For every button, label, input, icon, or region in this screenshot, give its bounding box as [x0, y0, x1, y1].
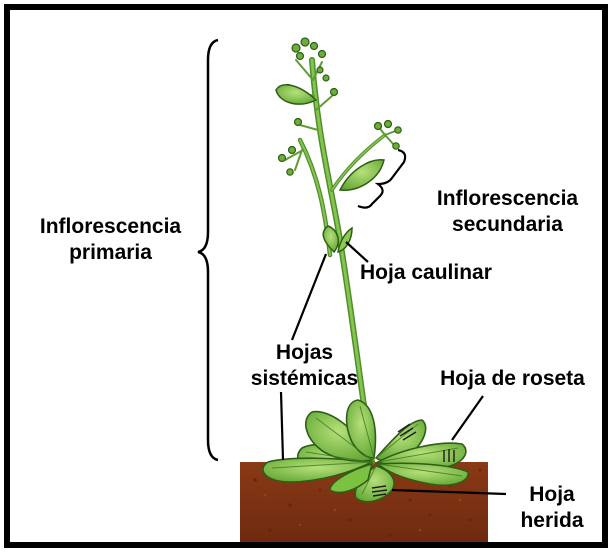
leader-lines [279, 241, 507, 496]
primary-brace [197, 38, 219, 462]
cauline-leaves [275, 84, 385, 254]
label-primary-inflorescence: Inflorescencia primaria [18, 214, 203, 266]
label-rosette-leaf: Hoja de roseta [440, 367, 585, 390]
flower-buds [277, 37, 402, 176]
label-secondary-inflorescence: Inflorescencia secundaria [410, 186, 605, 238]
rosette-leaves [262, 399, 469, 503]
label-systemic-leaves-line2: sistémicas [250, 367, 359, 390]
label-primary-inflorescence-line1: Inflorescencia [39, 215, 182, 238]
label-systemic-leaves-line1: Hojas [275, 341, 334, 364]
label-wounded-leaf-line1: Hoja [529, 483, 575, 506]
label-wounded-leaf-line2: herida [520, 509, 584, 532]
leaf-veins [271, 405, 463, 495]
wound-marks [371, 423, 455, 497]
label-secondary-inflorescence-line2: secundaria [452, 213, 563, 236]
label-cauline-leaf: Hoja caulinar [360, 261, 492, 284]
label-secondary-inflorescence-line1: Inflorescencia [436, 187, 579, 210]
secondary-brace [357, 148, 407, 209]
label-wounded-leaf: Hoja herida [506, 482, 598, 534]
label-primary-inflorescence-line2: primaria [69, 241, 152, 264]
label-systemic-leaves: Hojas sistémicas [232, 340, 377, 392]
